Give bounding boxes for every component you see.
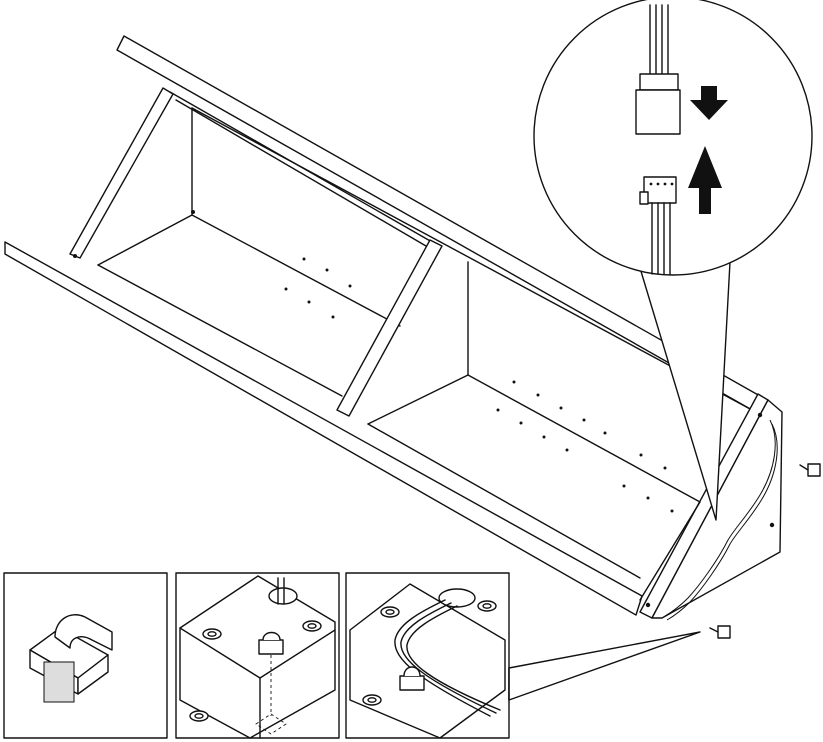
cable-clip-icon	[799, 463, 821, 477]
cabinet-frame	[4, 35, 821, 639]
cable-clip-detail-panel	[3, 572, 168, 739]
cam-lock-icon	[380, 606, 400, 618]
connector-socket-icon	[639, 176, 677, 205]
cam-lock-icon	[302, 620, 322, 632]
left-side-panel	[69, 87, 174, 259]
arrow-down-icon	[690, 86, 728, 120]
cable-clip-icon	[258, 631, 284, 655]
connector-plug-icon	[635, 73, 681, 135]
routing-detail-pointer	[508, 631, 701, 701]
cam-lock-icon	[477, 600, 497, 612]
clip-placement-detail-panel	[175, 572, 340, 739]
cable-clip-icon	[399, 666, 425, 691]
cable-routing-detail-panel	[345, 572, 510, 739]
cable-clip-icon	[29, 614, 113, 703]
cam-lock-icon	[202, 628, 222, 640]
cable-clip-icon	[709, 625, 731, 639]
bottom-panel	[4, 241, 643, 616]
cam-lock-icon	[362, 694, 382, 706]
cam-lock-icon	[189, 710, 209, 722]
arrow-up-icon	[688, 146, 722, 214]
connector-detail-callout	[533, 0, 813, 521]
shelf-pin-holes	[284, 257, 674, 513]
middle-divider	[336, 239, 443, 417]
